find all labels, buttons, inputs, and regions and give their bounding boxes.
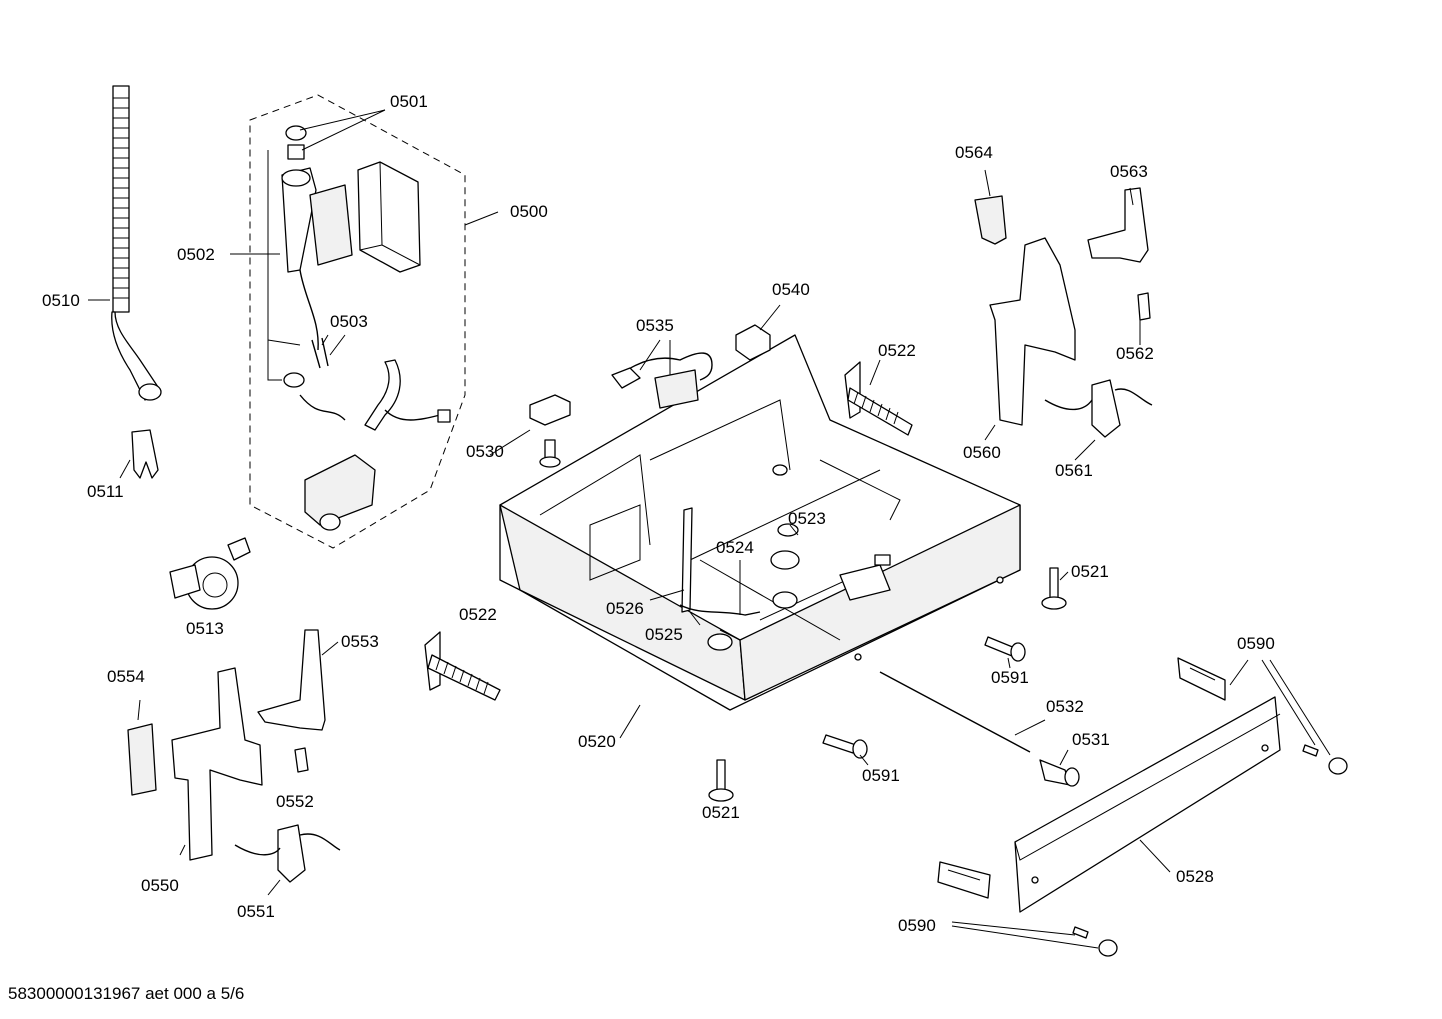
label-0591-right: 0591 — [991, 668, 1029, 687]
label-0511: 0511 — [87, 482, 124, 501]
part-0531-cap — [1039, 759, 1080, 787]
label-0501: 0501 — [390, 92, 428, 111]
label-0531: 0531 — [1072, 730, 1110, 749]
part-0520-base-tray — [499, 334, 1021, 711]
part-0530 — [529, 394, 571, 468]
part-0510-hose — [111, 85, 162, 401]
label-0562: 0562 — [1116, 344, 1154, 363]
part-0563-bracket — [1087, 187, 1149, 263]
label-0552: 0552 — [276, 792, 314, 811]
label-0563: 0563 — [1110, 162, 1148, 181]
label-0521-right: 0521 — [1071, 562, 1109, 581]
part-0590-cap-right — [1302, 744, 1348, 775]
part-0535-harness — [611, 352, 713, 409]
label-0561: 0561 — [1055, 461, 1093, 480]
part-0591-screw-right — [984, 636, 1026, 662]
label-0528: 0528 — [1176, 867, 1214, 886]
label-0532: 0532 — [1046, 697, 1084, 716]
part-0562-clip — [1137, 292, 1151, 321]
label-0564: 0564 — [955, 143, 993, 162]
label-0590-left: 0590 — [898, 916, 936, 935]
label-0524: 0524 — [716, 538, 754, 557]
label-0523: 0523 — [788, 509, 826, 528]
part-0564 — [974, 195, 1007, 245]
part-0528-plinth — [1014, 696, 1281, 913]
part-0502-valve — [281, 125, 353, 388]
label-0522-left: 0522 — [459, 605, 497, 624]
part-0500-bracket — [304, 454, 376, 531]
assembly-0500-outline — [249, 94, 466, 549]
label-0526: 0526 — [606, 599, 644, 618]
label-0502: 0502 — [177, 245, 215, 264]
part-0550-bracket — [171, 667, 263, 861]
part-0521-screw-bottom — [708, 759, 734, 802]
part-0590-bracket-right — [1177, 657, 1226, 701]
label-0550: 0550 — [141, 876, 179, 895]
label-0525: 0525 — [645, 625, 683, 644]
part-0540-connector — [735, 324, 771, 361]
label-0551: 0551 — [237, 902, 275, 921]
label-0510: 0510 — [42, 291, 80, 310]
label-0553: 0553 — [341, 632, 379, 651]
part-0521-screw-right — [1041, 567, 1067, 610]
part-0591-screw-bottom — [822, 734, 868, 759]
label-0560: 0560 — [963, 443, 1001, 462]
part-0590-cap-left — [1072, 926, 1118, 957]
part-0552-clip — [294, 747, 309, 773]
part-0500-cover — [357, 161, 421, 273]
part-0522-spring-left — [424, 631, 501, 701]
part-0560-bracket — [989, 237, 1076, 426]
label-0521-bottom: 0521 — [702, 803, 740, 822]
part-0526-rod — [681, 507, 693, 613]
part-0522-spring-right — [844, 361, 913, 436]
leader-lines-right — [489, 169, 1331, 949]
label-0520: 0520 — [578, 732, 616, 751]
label-0530: 0530 — [466, 442, 504, 461]
part-0532-rod — [879, 671, 1031, 753]
part-0590-bracket-left — [937, 861, 991, 899]
part-0524-hose — [679, 604, 761, 616]
part-0554 — [127, 699, 157, 796]
label-0535: 0535 — [636, 316, 674, 335]
part-0551-sensor — [234, 824, 341, 896]
label-0554: 0554 — [107, 667, 145, 686]
document-code-footer: 58300000131967 aet 000 a 5/6 — [8, 984, 245, 1003]
label-0590-right: 0590 — [1237, 634, 1275, 653]
part-0553-bracket — [257, 629, 339, 731]
part-0561-sensor — [1044, 379, 1153, 438]
leader-lines-left — [88, 109, 499, 479]
label-0540: 0540 — [772, 280, 810, 299]
label-0500: 0500 — [510, 202, 548, 221]
label-0503: 0503 — [330, 312, 368, 331]
part-0513-pump — [169, 537, 251, 610]
label-0591-bottom: 0591 — [862, 766, 900, 785]
label-0513: 0513 — [186, 619, 224, 638]
part-0523-seal — [777, 523, 799, 537]
part-0503-hose — [299, 337, 451, 431]
part-0511-clip — [131, 429, 159, 479]
label-0522-right: 0522 — [878, 341, 916, 360]
